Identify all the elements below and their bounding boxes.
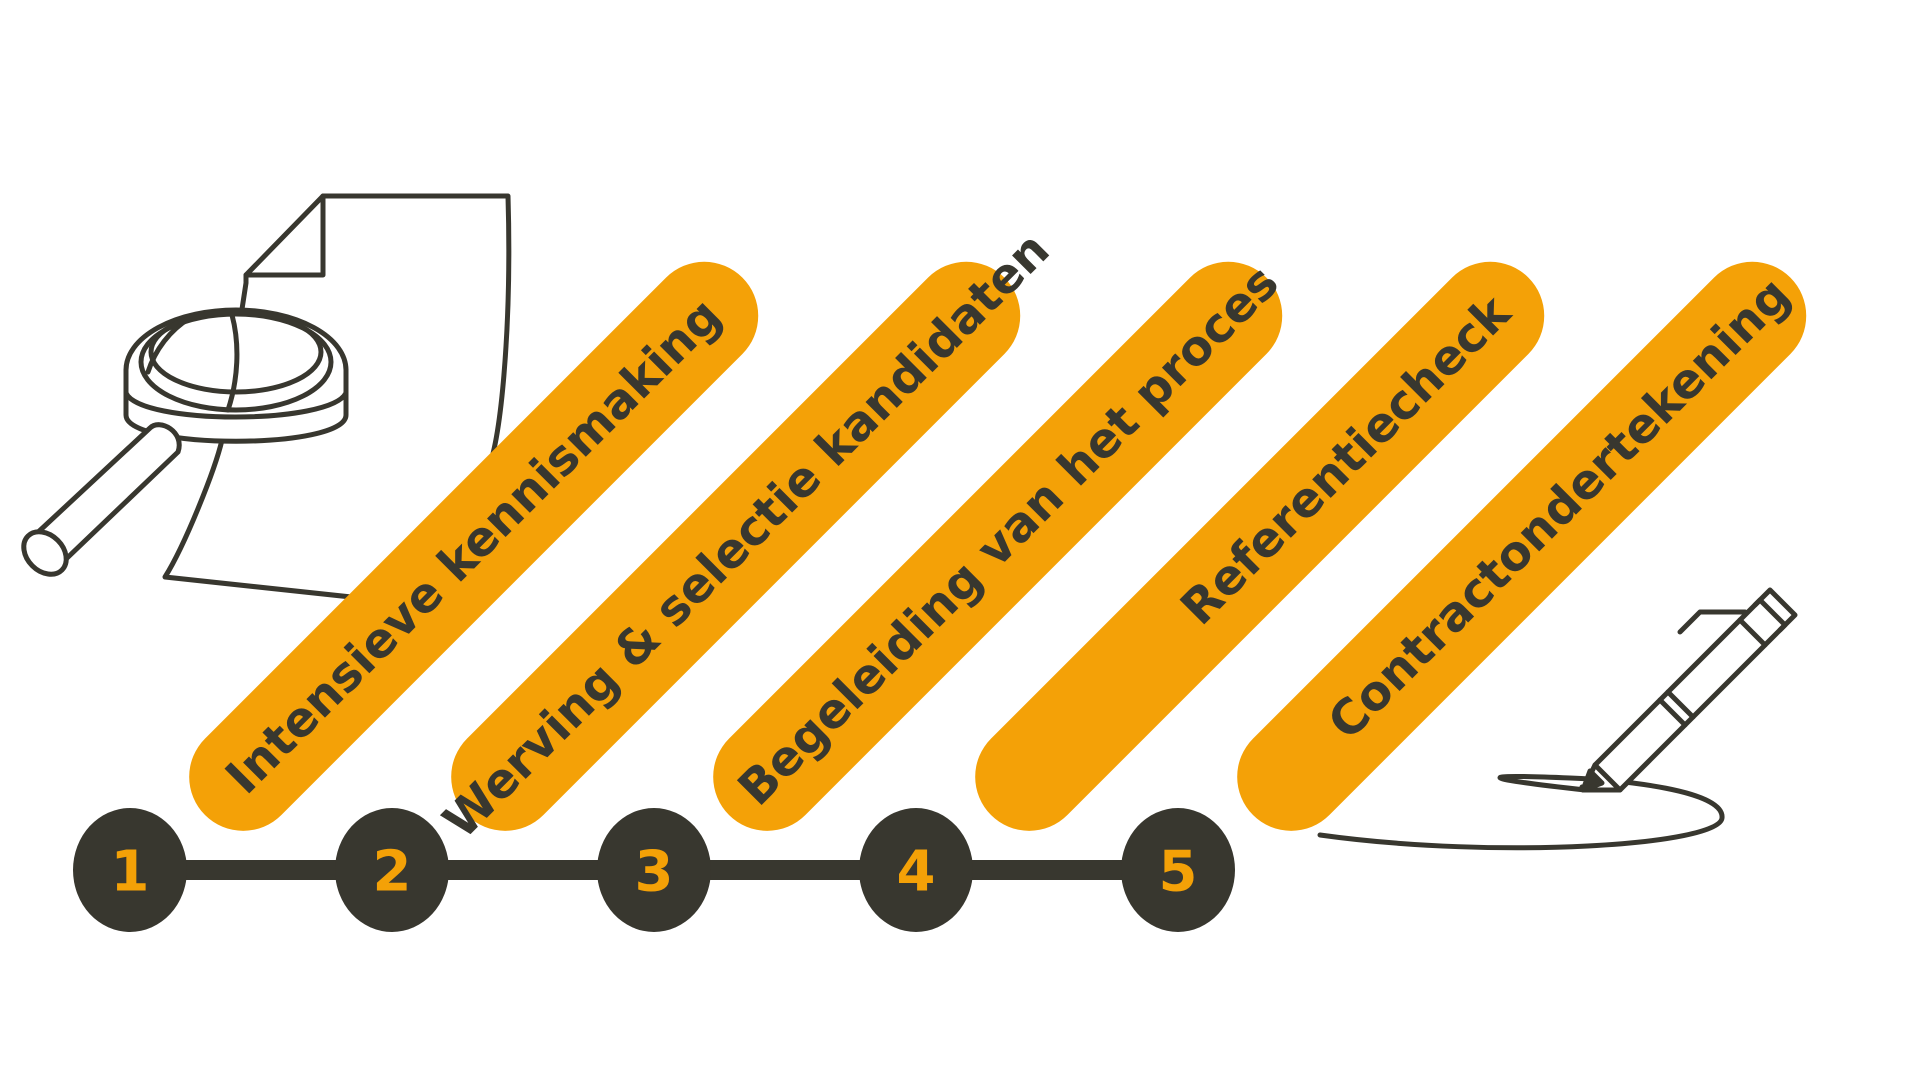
step-band-shape bbox=[189, 261, 759, 831]
step-number: 3 bbox=[635, 840, 674, 905]
step-band-shape bbox=[1237, 261, 1807, 831]
step-marker-circle bbox=[859, 808, 973, 932]
step-number: 2 bbox=[373, 840, 412, 905]
step-number: 1 bbox=[111, 840, 150, 905]
step-marker-4: 4 bbox=[859, 808, 973, 932]
step-marker-circle bbox=[73, 808, 187, 932]
magnifying-glass-document-icon bbox=[21, 193, 512, 613]
step-number: 4 bbox=[897, 840, 936, 905]
step-band-shape bbox=[451, 261, 1021, 831]
step-marker-circle bbox=[1121, 808, 1235, 932]
step-marker-5: 5 bbox=[1121, 808, 1235, 932]
step-marker-circle bbox=[335, 808, 449, 932]
pen-signature-icon bbox=[1317, 587, 1798, 851]
step-number: 5 bbox=[1159, 840, 1198, 905]
step-marker-3: 3 bbox=[597, 808, 711, 932]
step-markers: 1 2 3 4 5 bbox=[73, 808, 1235, 932]
step-marker-1: 1 bbox=[73, 808, 187, 932]
step-band-shape bbox=[975, 261, 1545, 831]
step-marker-2: 2 bbox=[335, 808, 449, 932]
step-marker-circle bbox=[597, 808, 711, 932]
step-band-shape bbox=[713, 261, 1283, 831]
